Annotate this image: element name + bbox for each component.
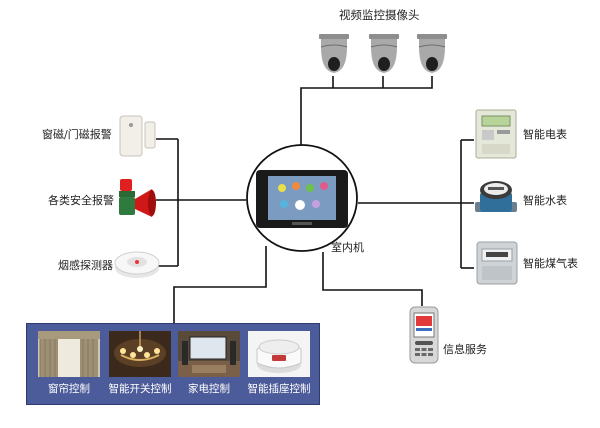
- appliance-control-label: 家电控制: [188, 383, 230, 395]
- home-theater-photo: [178, 331, 240, 377]
- line-hub-to-controls: [173, 246, 267, 323]
- water-meter-label: 智能水表: [523, 194, 567, 207]
- curtain-control-label: 窗帘控制: [48, 383, 90, 395]
- smoke-detector-label: 烟感探测器: [58, 259, 113, 272]
- rice-cooker-photo: [248, 331, 310, 377]
- gas-meter-label: 智能煤气表: [523, 257, 578, 270]
- electric-meter-icon: [475, 109, 517, 159]
- electric-meter-label: 智能电表: [523, 128, 567, 141]
- chandelier-photo: [109, 331, 171, 377]
- smoke-detector-icon: [114, 251, 160, 278]
- indoor-unit-label: 室内机: [331, 241, 364, 254]
- line-hub-to-cameras: [300, 76, 433, 146]
- door-sensor-icon: [119, 115, 156, 157]
- curtain-photo: [38, 331, 100, 377]
- door-sensor-label: 窗磁/门磁报警: [42, 128, 112, 141]
- cameras-label: 视频监控摄像头: [339, 8, 420, 22]
- smart-socket-control-label: 智能插座控制: [247, 383, 311, 395]
- smart-switch-control-label: 智能开关控制: [108, 383, 172, 395]
- siren-alarm-icon: [119, 179, 156, 217]
- security-alarm-label: 各类安全报警: [48, 194, 114, 207]
- line-hub-to-info: [322, 252, 423, 306]
- indoor-unit-hub: [246, 144, 358, 252]
- dome-camera-2: [369, 34, 399, 73]
- gas-meter-icon: [476, 241, 518, 285]
- mobile-phone-icon: [409, 306, 439, 364]
- control-panel: 窗帘控制 智能开关控制 家电控制 智能插座控制: [26, 323, 320, 405]
- water-meter-icon: [475, 181, 517, 212]
- dome-camera-3: [417, 34, 447, 73]
- info-service-label: 信息服务: [443, 343, 487, 356]
- dome-camera-1: [319, 34, 349, 73]
